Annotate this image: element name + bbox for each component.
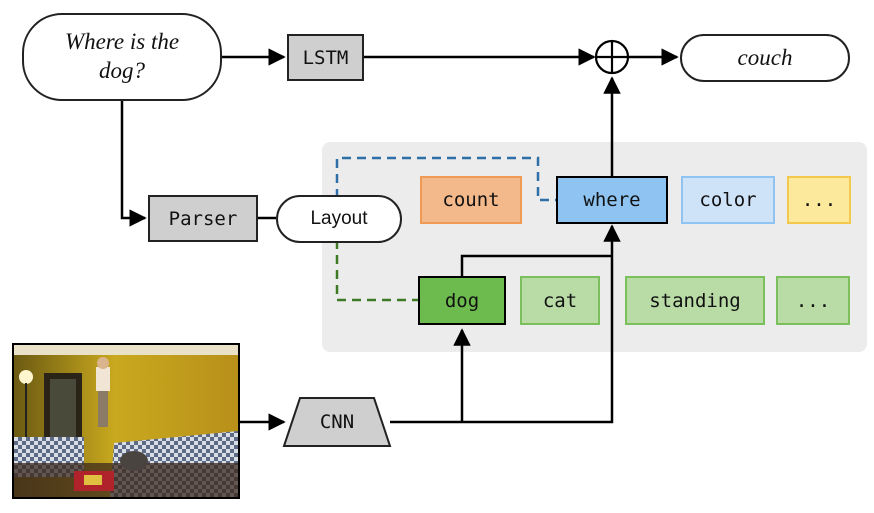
parser-label: Parser (168, 207, 238, 230)
module-where-label: where (583, 189, 641, 211)
lstm-block: LSTM (287, 34, 364, 81)
module-cat-label: cat (542, 289, 578, 312)
module-more-bottom-label: ... (795, 289, 831, 312)
cnn-shape (282, 397, 392, 447)
dashed-layout-to-where (335, 156, 556, 202)
module-color: color (681, 176, 775, 224)
module-more-top-label: ... (801, 189, 837, 211)
module-count: count (420, 176, 522, 224)
cnn-label-wrap: CNN (290, 398, 384, 446)
question-bubble: Where is the dog? (22, 13, 222, 101)
parser-block: Parser (148, 195, 258, 242)
module-more-top: ... (787, 176, 851, 224)
module-standing-label: standing (649, 289, 741, 312)
module-count-label: count (442, 189, 500, 211)
module-dog-label: dog (444, 289, 480, 312)
arrow-question-to-parser (120, 100, 147, 227)
cnn-label: CNN (319, 411, 355, 433)
photo-illustration (14, 345, 238, 497)
module-more-bottom: ... (776, 276, 850, 325)
module-standing: standing (625, 276, 765, 325)
circled-plus-icon (594, 39, 630, 75)
lstm-label: LSTM (302, 46, 349, 69)
living-room-photo (12, 343, 240, 499)
module-where: where (556, 176, 668, 224)
module-cat: cat (520, 276, 600, 325)
layout-bubble: Layout (276, 195, 402, 243)
question-text: Where is the dog? (64, 29, 180, 83)
module-dog: dog (418, 276, 506, 325)
line-cnn-to-where (390, 224, 621, 424)
line-dog-to-where (460, 254, 612, 276)
layout-label: Layout (310, 208, 368, 229)
answer-text: couch (737, 44, 793, 70)
answer-bubble: couch (680, 34, 850, 82)
module-color-label: color (699, 189, 757, 211)
dashed-layout-to-dog (335, 240, 418, 302)
